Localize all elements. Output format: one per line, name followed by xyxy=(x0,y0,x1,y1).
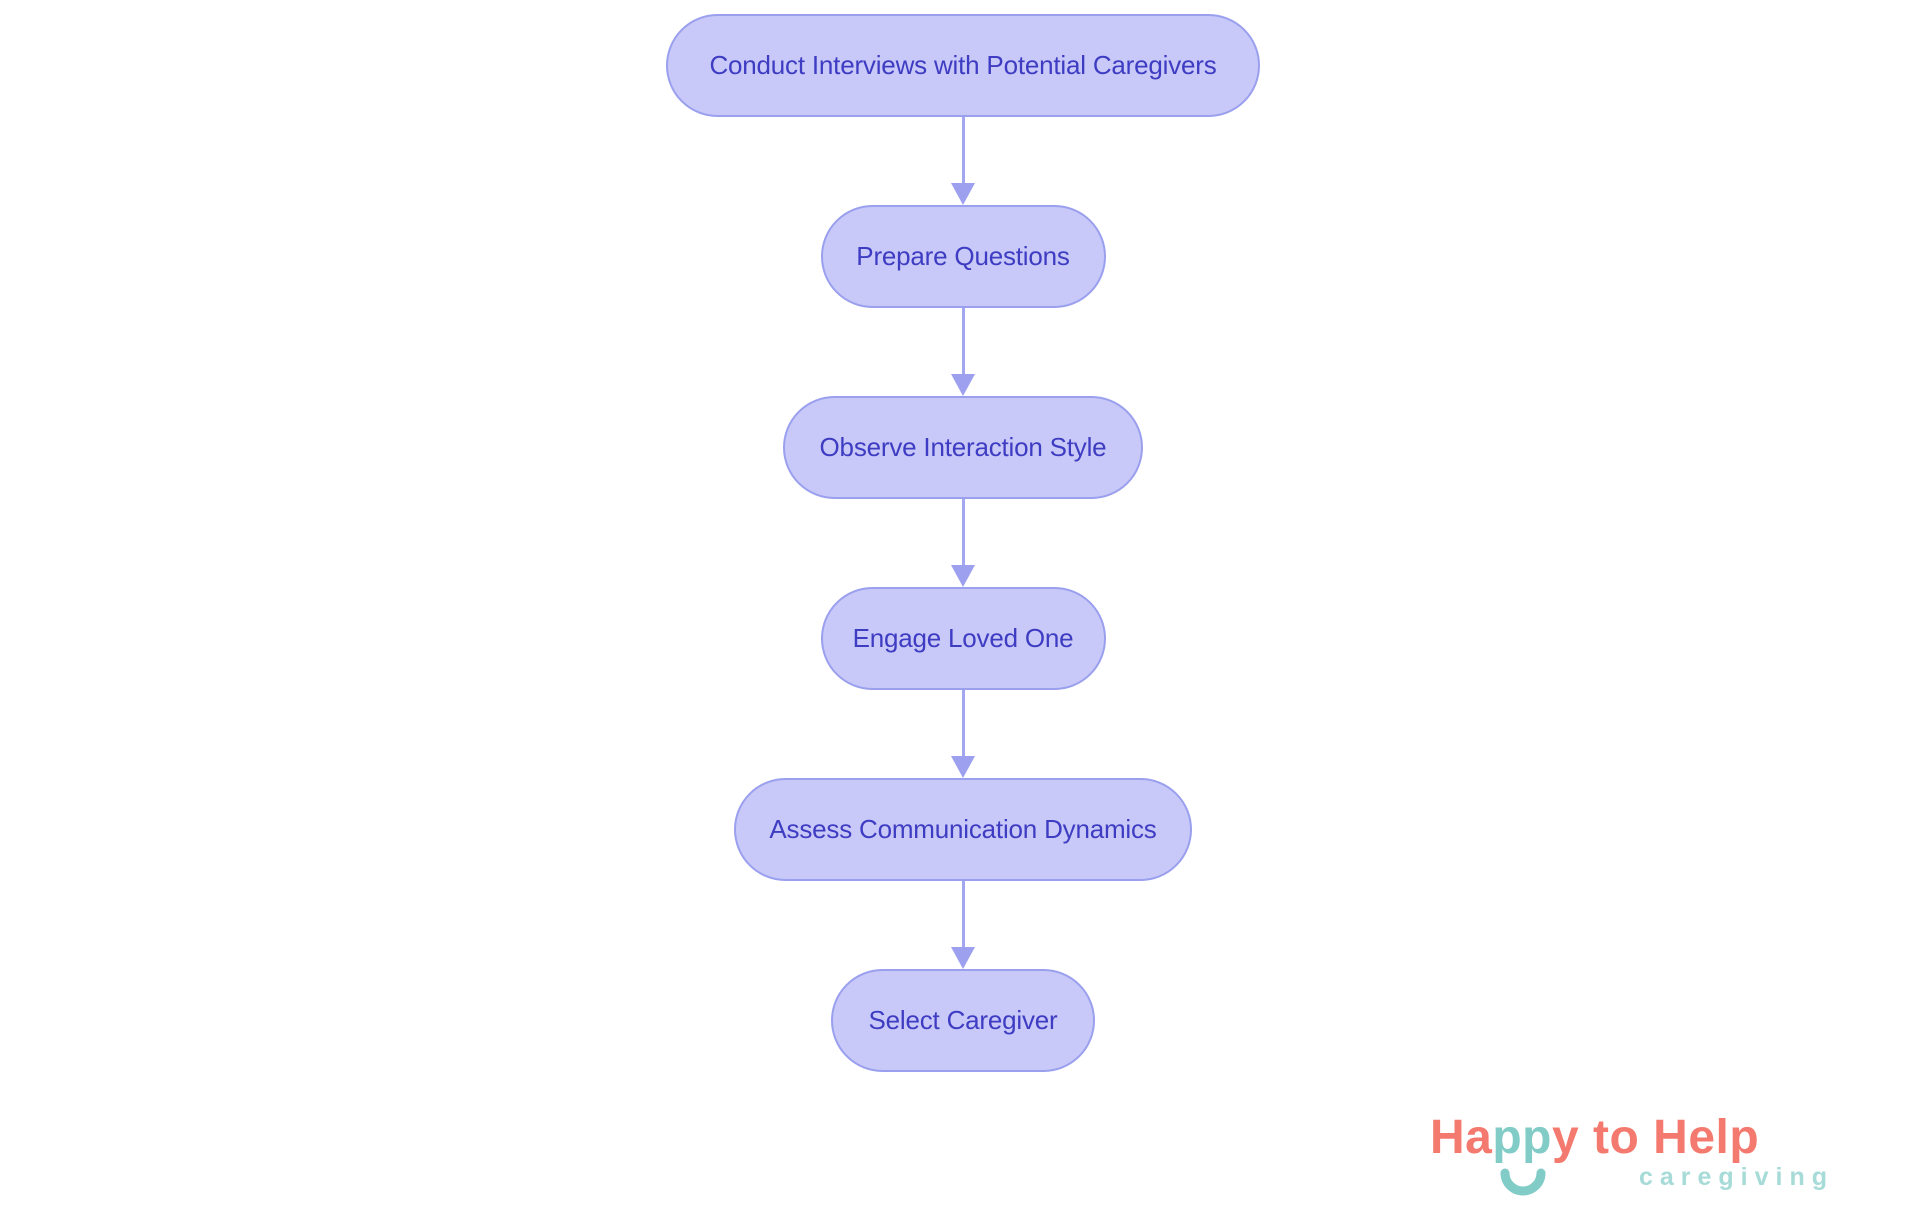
flow-node-conduct-interviews: Conduct Interviews with Potential Caregi… xyxy=(666,14,1260,117)
flow-arrow xyxy=(951,117,975,205)
arrow-line xyxy=(961,881,965,947)
flow-node-label: Engage Loved One xyxy=(852,623,1074,653)
logo-text-y-to-help: y to Help xyxy=(1552,1111,1760,1164)
flow-node-label: Select Caregiver xyxy=(868,1005,1058,1035)
flow-arrow xyxy=(951,499,975,587)
flowchart: Conduct Interviews with Potential Caregi… xyxy=(613,14,1313,1072)
logo-text-pp: pp xyxy=(1492,1111,1552,1164)
arrow-down-icon xyxy=(951,756,975,778)
flow-node-observe-interaction-style: Observe Interaction Style xyxy=(783,396,1143,499)
arrow-down-icon xyxy=(951,374,975,396)
arrow-down-icon xyxy=(951,947,975,969)
flow-node-label: Observe Interaction Style xyxy=(819,432,1107,462)
flow-node-label: Assess Communication Dynamics xyxy=(769,814,1157,844)
logo-wordmark: Happy to Help xyxy=(1430,1111,1890,1196)
arrow-down-icon xyxy=(951,565,975,587)
logo-text-ha: Ha xyxy=(1430,1111,1493,1164)
logo-tagline: caregiving xyxy=(1638,1162,1834,1191)
arrow-line xyxy=(961,690,965,756)
arrow-line xyxy=(961,117,965,183)
flow-node-prepare-questions: Prepare Questions xyxy=(820,205,1106,308)
flow-node-engage-loved-one: Engage Loved One xyxy=(820,587,1106,690)
smile-icon xyxy=(1500,1168,1546,1196)
flow-arrow xyxy=(951,881,975,969)
flow-node-assess-communication-dynamics: Assess Communication Dynamics xyxy=(734,778,1192,881)
flow-arrow xyxy=(951,690,975,778)
arrow-down-icon xyxy=(951,183,975,205)
arrow-line xyxy=(961,308,965,374)
flow-node-label: Prepare Questions xyxy=(856,241,1070,271)
flow-arrow xyxy=(951,308,975,396)
flow-node-label: Conduct Interviews with Potential Caregi… xyxy=(709,50,1217,80)
happy-to-help-logo: Happy to Help caregiving xyxy=(1430,1111,1890,1196)
flow-node-select-caregiver: Select Caregiver xyxy=(831,969,1095,1072)
arrow-line xyxy=(961,499,965,565)
